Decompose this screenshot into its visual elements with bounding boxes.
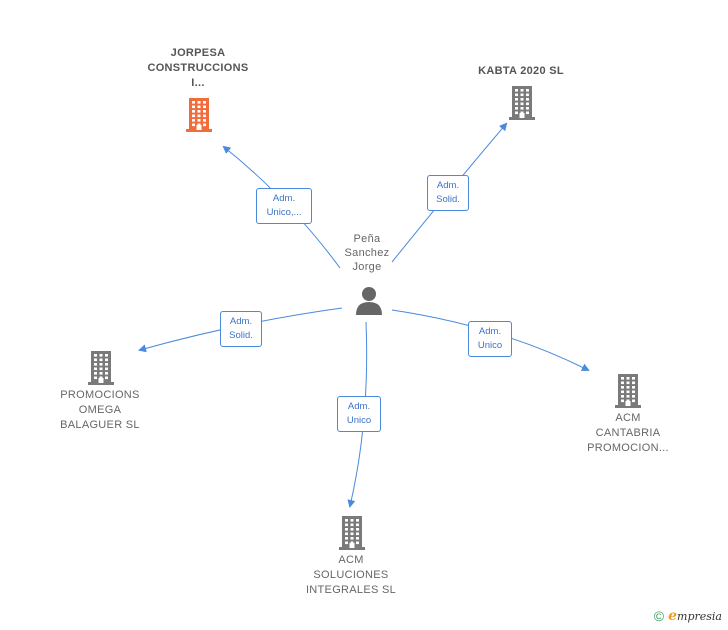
company-node-kabta[interactable]: KABTA 2020 SL bbox=[454, 64, 588, 79]
role-label-acm-soluciones[interactable]: Adm. Unico bbox=[337, 396, 381, 432]
building-icon-acm-cantabria[interactable] bbox=[612, 372, 644, 408]
person-name: Peña Sanchez Jorge bbox=[344, 233, 390, 273]
company-label-jorpesa: JORPESA CONSTRUCCIONS I... bbox=[147, 47, 249, 89]
company-label-acm-cantabria: ACM CANTABRIA PROMOCION... bbox=[587, 412, 669, 454]
company-node-jorpesa[interactable]: JORPESA CONSTRUCCIONS I... bbox=[130, 46, 266, 91]
role-label-acm-cantabria[interactable]: Adm. Unico bbox=[468, 321, 512, 357]
company-node-acm-cantabria[interactable]: ACM CANTABRIA PROMOCION... bbox=[568, 411, 688, 456]
building-icon-jorpesa[interactable] bbox=[183, 96, 215, 132]
building-icon-acm-soluciones[interactable] bbox=[336, 514, 368, 550]
building-icon-kabta[interactable] bbox=[506, 84, 538, 120]
company-label-promocions: PROMOCIONS OMEGA BALAGUER SL bbox=[60, 389, 140, 431]
company-node-acm-soluciones[interactable]: ACM SOLUCIONES INTEGRALES SL bbox=[290, 553, 412, 598]
brand-logo: empresia bbox=[668, 608, 722, 624]
brand-rest: mpresia bbox=[677, 610, 722, 623]
company-label-kabta: KABTA 2020 SL bbox=[478, 65, 564, 77]
role-label-jorpesa[interactable]: Adm. Unico,... bbox=[256, 188, 312, 224]
footer-brand[interactable]: © empresia bbox=[654, 608, 722, 624]
company-node-promocions[interactable]: PROMOCIONS OMEGA BALAGUER SL bbox=[40, 388, 160, 433]
company-label-acm-soluciones: ACM SOLUCIONES INTEGRALES SL bbox=[305, 554, 397, 596]
role-label-kabta[interactable]: Adm. Solid. bbox=[427, 175, 469, 211]
person-icon[interactable] bbox=[354, 285, 384, 315]
building-icon-promocions[interactable] bbox=[85, 349, 117, 385]
role-label-promocions[interactable]: Adm. Solid. bbox=[220, 311, 262, 347]
brand-initial: e bbox=[668, 608, 678, 624]
copyright-symbol: © bbox=[653, 608, 665, 624]
